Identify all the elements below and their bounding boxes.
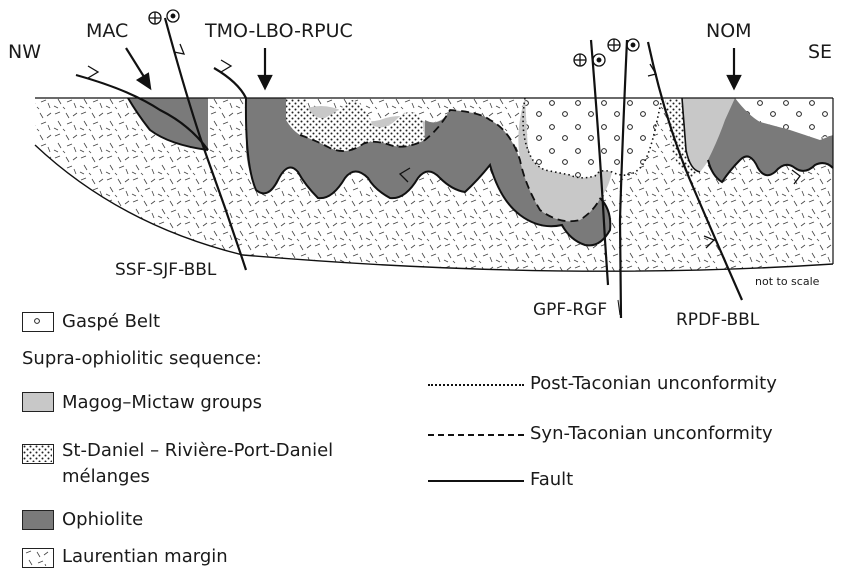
- thrust-tooth-mac: [87, 65, 100, 79]
- gpf-leader-line: [617, 299, 621, 316]
- gpf-rgf-label: GPF-RGF: [533, 300, 608, 320]
- strike-slip-symbols-east-2: [607, 38, 640, 52]
- thrust-tooth-east-3: [791, 169, 801, 185]
- thrust-tooth-tmo: [220, 59, 233, 73]
- ophiolite-central: [245, 98, 611, 246]
- mac-arrow: [125, 47, 152, 91]
- ssf-sjf-bbl-label: SSF-SJF-BBL: [115, 260, 217, 280]
- ophiolite-west-contact: [127, 97, 209, 151]
- legend-label-melange-1: St-Daniel – Rivière-Port-Daniel: [62, 440, 334, 461]
- legend-line-fault: [428, 480, 524, 482]
- thrust-tooth-central: [398, 167, 411, 183]
- legend-swatch-laurentian: [22, 548, 54, 568]
- section-base-line: [34, 144, 834, 272]
- tmo-arrow: [257, 48, 273, 91]
- legend-label-ophiolite: Ophiolite: [62, 509, 144, 530]
- legend-swatch-melange: [22, 444, 54, 464]
- ophiolite-east-contact: [707, 155, 834, 184]
- gaspe-belt-body: [525, 98, 662, 178]
- melange-body-west: [286, 98, 425, 152]
- legend-swatch-ophiolite: [22, 510, 54, 530]
- legend-label-post-taconian: Post-Taconian unconformity: [530, 373, 777, 394]
- melange-body-east: [665, 98, 700, 180]
- legend-swatch-magog: [22, 392, 54, 412]
- thrust-tooth-east-1: [647, 63, 658, 77]
- strike-slip-symbols-west: [148, 9, 180, 25]
- rpdf-bbl-label: RPDF-BBL: [676, 310, 760, 330]
- thrust-tooth-east-2: [703, 235, 716, 249]
- tmo-lbo-rpuc-label: TMO-LBO-RPUC: [205, 20, 353, 42]
- mac-label: MAC: [86, 20, 129, 42]
- legend-label-gaspe: Gaspé Belt: [62, 311, 161, 332]
- post-taconian-unconformity-line: [522, 97, 663, 179]
- ophiolite-east: [708, 98, 833, 182]
- ssf-sjf-bbl-fault: [163, 17, 248, 271]
- mac-thrust-fault: [75, 73, 209, 151]
- not-to-scale-note: not to scale: [755, 275, 820, 288]
- strike-slip-symbols-east-1: [573, 53, 606, 67]
- magog-mictaw-east: [682, 98, 735, 172]
- legend-label-syn-taconian: Syn-Taconian unconformity: [530, 423, 773, 444]
- ophiolite-base-contact: [244, 97, 612, 247]
- legend-line-syn-taconian: [428, 434, 524, 436]
- syn-taconian-unconformity-line: [299, 109, 601, 223]
- legend-supra-heading: Supra-ophiolitic sequence:: [22, 348, 262, 369]
- ophiolite-west: [128, 98, 208, 150]
- nom-arrow: [726, 48, 742, 91]
- gpf-rgf-fault-2: [618, 39, 629, 319]
- legend-swatch-gaspe: [22, 312, 54, 332]
- magog-east-contact: [681, 97, 701, 173]
- legend-label-melange-2: mélanges: [62, 466, 150, 487]
- gpf-rgf-fault-1: [589, 39, 610, 286]
- se-label: SE: [808, 41, 833, 63]
- legend-label-laurentian: Laurentian margin: [62, 546, 228, 567]
- gaspe-belt-east: [735, 98, 833, 138]
- legend-label-magog: Magog–Mictaw groups: [62, 392, 263, 413]
- rpdf-bbl-fault: [646, 41, 744, 301]
- nom-label: NOM: [706, 20, 752, 42]
- tmo-fault: [213, 67, 247, 99]
- legend-line-post-taconian: [428, 384, 524, 386]
- thrust-tooth-fault-top: [173, 43, 186, 55]
- legend-label-fault: Fault: [530, 469, 574, 490]
- nw-label: NW: [8, 41, 41, 63]
